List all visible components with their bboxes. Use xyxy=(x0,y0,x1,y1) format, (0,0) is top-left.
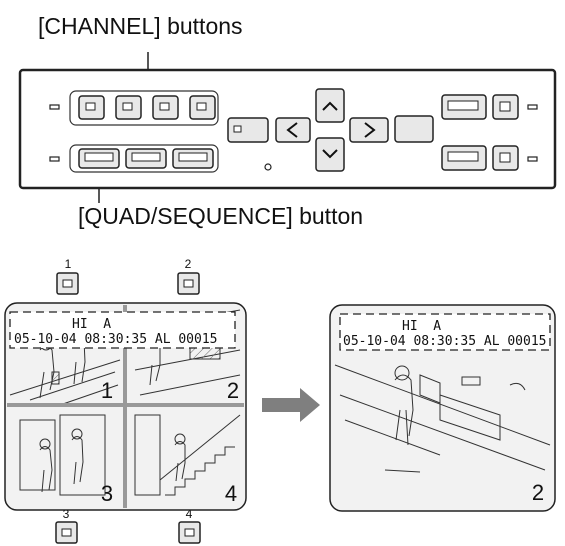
quad-scene-3 xyxy=(19,414,106,496)
channel-icon-label: 2 xyxy=(185,257,192,271)
channel-button-2[interactable] xyxy=(115,95,142,120)
panel-button-bottom-3[interactable] xyxy=(172,148,214,169)
quad-osd-box xyxy=(9,311,236,349)
panel-button-right-bottom-wide[interactable] xyxy=(441,145,487,171)
channel-button-group xyxy=(69,90,219,126)
channel-button-1[interactable] xyxy=(78,95,105,120)
set-button[interactable] xyxy=(227,117,269,143)
single-osd-line-2: 05-10-04 08:30:35 AL 00015 xyxy=(343,334,547,349)
quad-sequence-button-label: [QUAD/SEQUENCE] button xyxy=(78,203,364,229)
left-arrow-button[interactable] xyxy=(275,117,311,143)
arrow-right-icon xyxy=(262,388,320,422)
quadrant-number-4: 4 xyxy=(225,481,237,506)
single-osd-line-1: HI A xyxy=(402,319,441,334)
channel-icon-2[interactable]: 2 xyxy=(177,257,200,295)
bottom-button-group xyxy=(69,144,219,173)
channel-button-3[interactable] xyxy=(152,95,179,120)
quadrant-number-2: 2 xyxy=(227,378,239,403)
chevron-right-icon xyxy=(364,122,376,138)
channel-buttons-label: [CHANNEL] buttons xyxy=(38,13,243,39)
quadrant-number-3: 3 xyxy=(101,481,113,506)
right-led-top xyxy=(527,104,538,110)
right-arrow-button[interactable] xyxy=(349,117,389,143)
panel-button-bottom-2[interactable] xyxy=(125,148,167,169)
channel-icon-1[interactable]: 1 xyxy=(56,257,79,295)
left-led-bottom xyxy=(49,156,60,162)
indicator-dot xyxy=(264,163,272,171)
channel-icon-3[interactable]: 3 xyxy=(55,507,78,544)
panel-button-right-top-small[interactable] xyxy=(492,94,519,120)
channel-button-4[interactable] xyxy=(189,95,216,120)
quad-osd-line-1: HI A xyxy=(72,317,111,332)
single-scene xyxy=(334,364,551,473)
blank-button[interactable] xyxy=(394,115,434,143)
chevron-down-icon xyxy=(322,149,338,159)
panel-button-right-top-wide[interactable] xyxy=(441,94,487,120)
left-led-top xyxy=(49,104,60,110)
single-osd-box xyxy=(339,313,551,351)
single-monitor: HI A 05-10-04 08:30:35 AL 00015 2 xyxy=(329,304,556,512)
channel-icon-label: 4 xyxy=(186,507,193,521)
navigation-cluster xyxy=(227,88,434,172)
quad-osd-line-2: 05-10-04 08:30:35 AL 00015 xyxy=(14,332,218,347)
up-arrow-button[interactable] xyxy=(315,88,345,123)
panel-button-right-bottom-small[interactable] xyxy=(492,145,519,171)
quad-monitor: HI A 05-10-04 08:30:35 AL 00015 1 2 3 4 xyxy=(4,302,247,511)
quad-scene-4 xyxy=(134,414,241,496)
channel-icon-label: 3 xyxy=(63,507,70,521)
down-arrow-button[interactable] xyxy=(315,137,345,172)
channel-icon-label: 1 xyxy=(65,257,72,271)
quad-sequence-button[interactable] xyxy=(78,148,120,169)
single-channel-number: 2 xyxy=(532,480,544,505)
quadrant-number-1: 1 xyxy=(101,378,113,403)
channel-icon-4[interactable]: 4 xyxy=(178,507,201,544)
chevron-up-icon xyxy=(322,101,338,111)
right-button-group xyxy=(441,94,519,171)
right-led-bottom xyxy=(527,156,538,162)
chevron-left-icon xyxy=(286,122,298,138)
